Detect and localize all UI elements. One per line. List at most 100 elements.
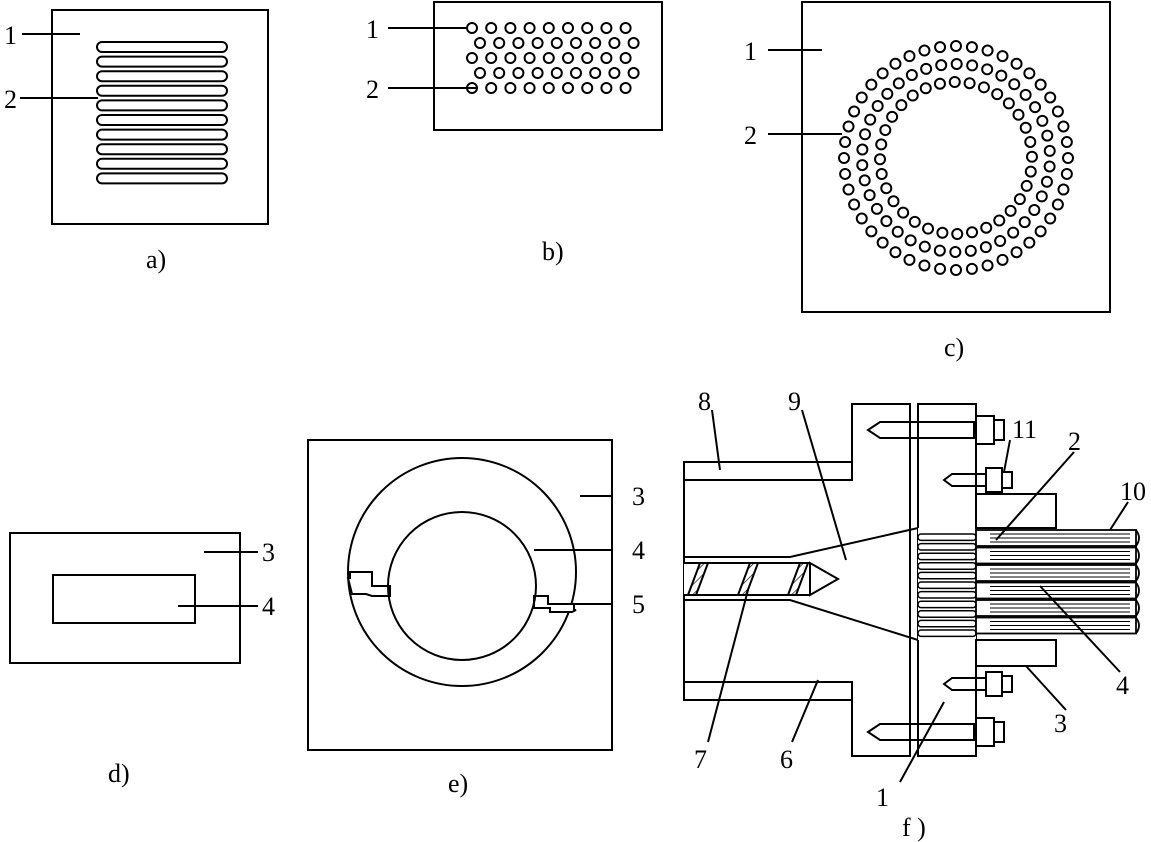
hole — [1020, 179, 1033, 192]
hole — [562, 52, 574, 64]
hole — [1019, 121, 1032, 134]
hole — [965, 262, 978, 275]
die-hole — [917, 542, 977, 551]
hole — [995, 69, 1008, 82]
hole — [466, 22, 478, 34]
hole — [889, 57, 902, 70]
strand — [975, 581, 1140, 600]
hole — [1057, 183, 1070, 196]
hole — [965, 41, 978, 54]
hole — [887, 195, 900, 208]
hole — [542, 22, 555, 34]
hole — [979, 241, 992, 254]
strand — [975, 564, 1140, 582]
heater-band-top — [683, 461, 853, 481]
label-e-3: 3 — [632, 482, 645, 511]
bolt-bottom — [866, 717, 1005, 747]
label-f-8: 8 — [698, 387, 711, 416]
strand-end — [1135, 546, 1140, 565]
caption-e: e) — [448, 769, 468, 798]
hole — [838, 152, 850, 164]
hole — [474, 67, 486, 79]
die-hole — [917, 581, 977, 590]
strand-end — [1135, 616, 1140, 635]
screw-flight — [686, 562, 710, 596]
hole — [1043, 144, 1056, 157]
hole — [891, 225, 904, 238]
slot — [96, 114, 228, 126]
hole — [512, 67, 525, 79]
hole — [619, 22, 632, 34]
hole — [918, 240, 931, 253]
hole — [504, 22, 517, 34]
hole — [627, 67, 640, 79]
strand-end — [1135, 599, 1140, 617]
leader-f-10 — [1109, 501, 1129, 531]
hole — [1035, 190, 1048, 203]
label-f-10: 10 — [1120, 477, 1146, 506]
strand — [975, 546, 1140, 565]
hole — [948, 76, 961, 89]
hole — [542, 82, 555, 94]
slot — [96, 41, 228, 53]
panel-e: 3 4 5 e) — [307, 439, 645, 798]
hole — [865, 225, 878, 238]
hole — [908, 215, 921, 228]
hole — [981, 63, 994, 76]
panel-a: 1 2 a) — [4, 9, 269, 274]
label-d-3: 3 — [262, 538, 275, 567]
leader-f-4 — [1039, 585, 1121, 673]
hole — [485, 22, 498, 34]
hole — [858, 174, 871, 187]
label-f-7: 7 — [694, 745, 707, 774]
die-hole — [917, 629, 977, 638]
hole — [859, 128, 872, 141]
slot — [96, 143, 228, 156]
hole — [1025, 150, 1038, 163]
hole — [933, 244, 946, 257]
hole — [964, 244, 977, 257]
hole — [842, 183, 855, 196]
hole — [918, 44, 931, 57]
hole — [880, 215, 893, 228]
bridge-left-e — [346, 571, 391, 597]
strand — [975, 599, 1140, 617]
hole — [1010, 246, 1023, 259]
hole — [531, 67, 544, 79]
strand — [975, 616, 1140, 635]
leader-f-7 — [707, 589, 749, 743]
hole — [848, 198, 861, 211]
hole — [856, 159, 869, 172]
label-e-4: 4 — [632, 536, 645, 565]
hole — [1040, 175, 1053, 188]
die-plate-d — [9, 532, 241, 664]
label-c-1: 1 — [744, 37, 757, 66]
hole — [1023, 67, 1036, 80]
die-plate-c — [801, 1, 1111, 313]
label-f-4: 4 — [1116, 671, 1129, 700]
hole — [581, 82, 594, 94]
hole — [619, 82, 632, 94]
die-hole — [917, 562, 977, 570]
hole — [562, 82, 574, 94]
hole — [1051, 105, 1064, 118]
hole — [523, 22, 536, 34]
die-hole — [917, 552, 977, 561]
hole — [876, 236, 889, 249]
hole — [1023, 236, 1036, 249]
label-f-9: 9 — [788, 387, 801, 416]
caption-b: b) — [542, 237, 564, 266]
hole — [504, 52, 517, 64]
hole — [935, 59, 948, 72]
caption-d: d) — [108, 759, 130, 788]
die-hole — [917, 590, 977, 599]
slot — [96, 128, 228, 141]
label-b-1: 1 — [366, 15, 379, 44]
slot — [96, 70, 228, 83]
hole — [619, 52, 632, 64]
leader-f-3 — [1025, 665, 1067, 711]
hole — [1029, 101, 1042, 114]
caption-f: f ) — [902, 813, 926, 842]
strand — [975, 529, 1140, 547]
hole — [903, 50, 916, 63]
